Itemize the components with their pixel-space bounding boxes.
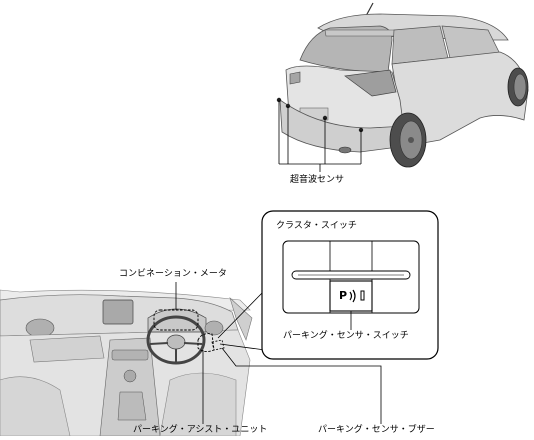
parking-sensor-buzzer-highlight [211,339,225,351]
parking-sensor-switch-label: パーキング・センサ・スイッチ [283,331,409,341]
parking-switch-icon-text: P [339,289,348,302]
parking-sensor-wave-icon [349,289,365,303]
parking-assist-unit-label: パーキング・アシスト・ユニット [133,425,268,435]
ultrasonic-sensor-label: 超音波センサ [290,175,345,185]
parking-sensor-buzzer-label: パーキング・センサ・ブザー [318,425,435,435]
parking-sensor-buzzer-leader [221,347,382,424]
combination-meter-label: コンビネーション・メータ [119,269,227,279]
cluster-switch-title: クラスタ・スイッチ [276,221,357,231]
cluster-switch-panel [282,240,420,314]
dashboard-illustration [0,289,253,437]
car-rear-illustration [276,2,529,168]
parking-sensor-switch-button [329,280,373,312]
ultrasonic-sensor-leaders [278,100,362,172]
cluster-switch-callout-lines [217,289,266,351]
